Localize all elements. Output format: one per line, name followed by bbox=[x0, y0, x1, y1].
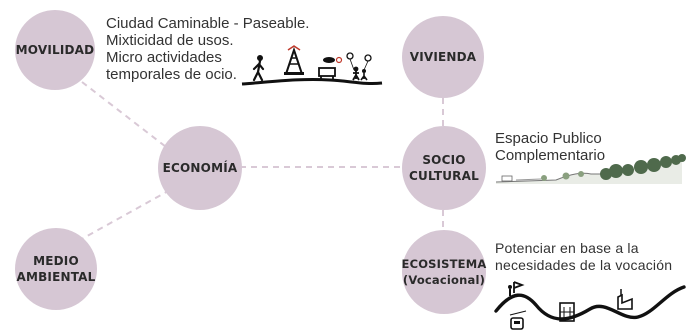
hills-buildings-icon bbox=[494, 281, 686, 330]
node-movilidad: MOVILIDAD bbox=[15, 10, 95, 90]
movilidad-illustration-icon bbox=[241, 45, 383, 86]
node-ecosistema: ECOSISTEMA (Vocacional) bbox=[402, 230, 486, 314]
caption-ecosistema: Potenciar en base a la necesidades de la… bbox=[495, 240, 673, 273]
node-vivienda: VIVIENDA bbox=[402, 16, 484, 98]
node-economia: ECONOMÍA bbox=[158, 126, 242, 210]
node-socio-cultural: SOCIO CULTURAL bbox=[402, 126, 486, 210]
connector-economia-medio bbox=[79, 189, 171, 241]
caption-socio-cultural: Espacio Publico Complementario bbox=[495, 130, 606, 164]
connector-movilidad-economia bbox=[81, 81, 171, 151]
park-landscape-icon bbox=[496, 154, 686, 184]
node-medio-ambiental: MEDIO AMBIENTAL bbox=[15, 228, 97, 310]
caption-movilidad: Ciudad Caminable - Paseable. Mixticidad … bbox=[106, 15, 310, 83]
